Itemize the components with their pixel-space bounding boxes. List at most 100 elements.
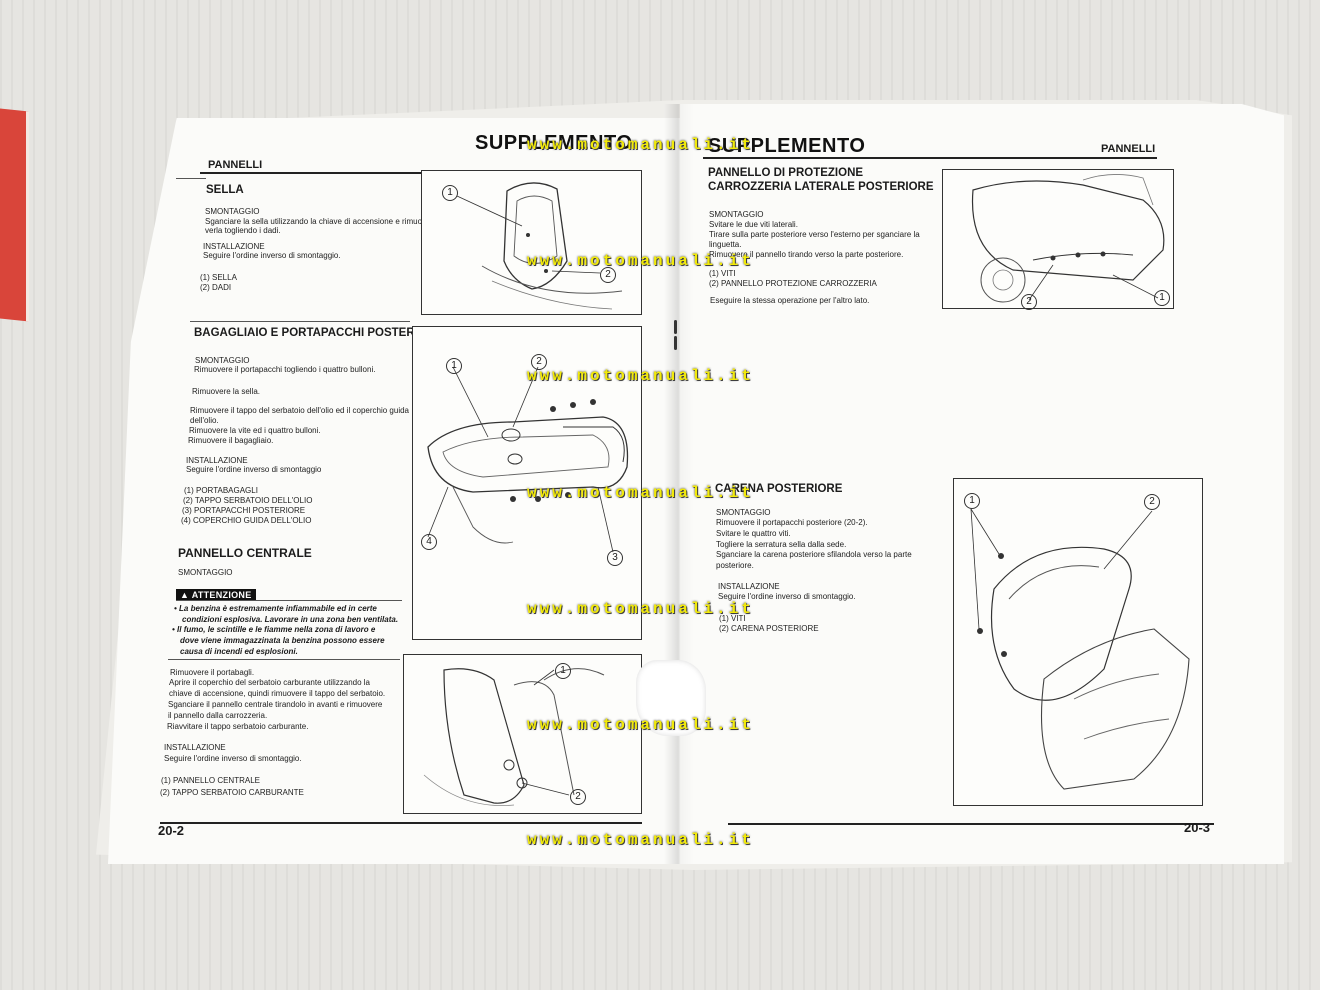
part-label: (2) PANNELLO PROTEZIONE CARROZZERIA bbox=[709, 279, 877, 288]
page-gutter bbox=[664, 104, 694, 864]
figure-centrale: 1 2 bbox=[403, 654, 642, 814]
title-right: SUPPLEMENTO bbox=[708, 135, 866, 157]
centrale-installazione-text: Seguire l'ordine inverso di smontaggio. bbox=[164, 754, 302, 763]
callout-4: 4 bbox=[421, 534, 437, 550]
part-label: (1) PANNELLO CENTRALE bbox=[161, 776, 260, 785]
protezione-step: Tirare sulla parte posteriore verso l'es… bbox=[709, 230, 920, 239]
bagagliaio-step: Rimuovere la sella. bbox=[192, 387, 261, 396]
callout-2: 2 bbox=[531, 354, 547, 370]
luggage-rack-illustration bbox=[427, 366, 629, 553]
figure-sella: 1 2 bbox=[421, 170, 642, 315]
part-label: (3) PORTAPACCHI POSTERIORE bbox=[182, 506, 306, 515]
part-label: (4) COPERCHIO GUIDA DELL'OLIO bbox=[181, 516, 312, 525]
part-label: (1) PORTABAGAGLI bbox=[184, 486, 258, 495]
title-left: SUPPLEMENTO bbox=[475, 132, 633, 154]
centrale-step: Rimuovere il portabagli. bbox=[170, 668, 255, 677]
footer-rule-left bbox=[160, 822, 642, 824]
protezione-note: Eseguire la stessa operazione per l'altr… bbox=[710, 296, 870, 305]
centrale-step: Sganciare il pannello centrale tirandolo… bbox=[168, 700, 383, 709]
side-panel-illustration bbox=[971, 174, 1165, 303]
callout-1: 1 bbox=[1154, 290, 1170, 306]
section-header-left: PANNELLI bbox=[208, 159, 263, 171]
sella-installazione-text: Seguire l'ordine inverso di smontaggio. bbox=[203, 251, 341, 260]
callout-2: 2 bbox=[600, 267, 616, 283]
watermark: www.motomanuali.it bbox=[527, 136, 754, 154]
part-label: (2) TAPPO SERBATOIO CARBURANTE bbox=[160, 788, 304, 797]
section-bar bbox=[190, 321, 410, 322]
warning-label: ATTENZIONE bbox=[191, 590, 252, 600]
carena-smontaggio-label: SMONTAGGIO bbox=[716, 508, 771, 517]
watermark: www.motomanuali.it bbox=[527, 831, 754, 849]
callout-1: 1 bbox=[442, 185, 458, 201]
page-number-left: 20-2 bbox=[158, 823, 185, 838]
bagagliaio-step: Rimuovere il bagagliaio. bbox=[188, 436, 274, 445]
red-book-edge bbox=[0, 108, 29, 322]
warning-text: dove viene immagazzinata la benzina poss… bbox=[180, 636, 385, 645]
bagagliaio-title: BAGAGLIAIO E PORTAPACCHI POSTERIORE bbox=[194, 327, 443, 339]
figure-carena: 1 2 bbox=[953, 478, 1203, 806]
callout-2: 2 bbox=[1021, 294, 1037, 310]
bagagliaio-smontaggio-label: SMONTAGGIO bbox=[195, 356, 250, 365]
staple bbox=[674, 320, 677, 334]
bagagliaio-installazione-label: INSTALLAZIONE bbox=[186, 456, 248, 465]
centrale-step: Aprire il coperchio del serbatoio carbur… bbox=[169, 678, 370, 687]
carena-installazione-label: INSTALLAZIONE bbox=[718, 582, 780, 591]
bagagliaio-step: Rimuovere la vite ed i quattro bulloni. bbox=[189, 426, 321, 435]
protezione-step: Svitare le due viti laterali. bbox=[709, 220, 798, 229]
bagagliaio-step: dell'olio. bbox=[190, 416, 219, 425]
carena-step: Togliere la serratura sella dalla sede. bbox=[716, 540, 847, 549]
protezione-step: Rimuovere il pannello tirando verso la p… bbox=[709, 250, 904, 259]
warning-text: Il fumo, le scintille e le fiamme nella … bbox=[177, 625, 376, 634]
seat-illustration bbox=[456, 182, 623, 310]
bagagliaio-step: Rimuovere il tappo del serbatoio dell'ol… bbox=[190, 406, 409, 415]
carena-step: Rimuovere il portapacchi posteriore (20-… bbox=[716, 518, 868, 527]
carena-installazione-text: Seguire l'ordine inverso di smontaggio. bbox=[718, 592, 856, 601]
watermark: www.motomanuali.it bbox=[527, 252, 754, 270]
staple bbox=[674, 336, 677, 350]
protezione-title: PANNELLO DI PROTEZIONE bbox=[708, 167, 864, 179]
protezione-step: linguetta. bbox=[709, 240, 742, 249]
warning-badge: ▲ ATTENZIONE bbox=[176, 589, 256, 601]
watermark: www.motomanuali.it bbox=[527, 367, 754, 385]
section-bar bbox=[176, 178, 206, 179]
centrale-step: Riavvitare il tappo serbatoio carburante… bbox=[167, 722, 309, 731]
sella-smontaggio-label: SMONTAGGIO bbox=[205, 207, 260, 216]
sella-text: verla togliendo i dadi. bbox=[205, 226, 281, 235]
centrale-step: il pannello dalla carrozzeria. bbox=[168, 711, 268, 720]
watermark: www.motomanuali.it bbox=[527, 600, 754, 618]
bagagliaio-step: Rimuovere il portapacchi togliendo i qua… bbox=[194, 365, 376, 374]
part-label: (2) CARENA POSTERIORE bbox=[719, 624, 819, 633]
part-label: (1) SELLA bbox=[200, 273, 237, 282]
sella-text: Sganciare la sella utilizzando la chiave… bbox=[205, 217, 425, 226]
section-header-right: PANNELLI bbox=[1101, 143, 1156, 155]
warning-item: • Il fumo, le scintille e le fiamme nell… bbox=[172, 625, 376, 634]
callout-1: 1 bbox=[555, 663, 571, 679]
protezione-smontaggio-label: SMONTAGGIO bbox=[709, 210, 764, 219]
header-rule-right bbox=[703, 157, 1157, 159]
warning-rule bbox=[168, 659, 400, 660]
warning-rule bbox=[176, 600, 402, 601]
warning-text: condizioni esplosiva. Lavorare in una zo… bbox=[182, 615, 399, 624]
sella-title: SELLA bbox=[206, 184, 244, 196]
part-label: (1) VITI bbox=[719, 614, 746, 623]
callout-2: 2 bbox=[570, 789, 586, 805]
callout-1: 1 bbox=[964, 493, 980, 509]
figure-protezione: 1 2 bbox=[942, 169, 1174, 310]
sella-installazione-label: INSTALLAZIONE bbox=[203, 242, 265, 251]
protezione-title: CARROZZERIA LATERALE POSTERIORE bbox=[708, 181, 934, 193]
centrale-installazione-label: INSTALLAZIONE bbox=[164, 743, 226, 752]
part-label: (1) VITI bbox=[709, 269, 736, 278]
watermark: www.motomanuali.it bbox=[527, 484, 754, 502]
bagagliaio-installazione-text: Seguire l'ordine inverso di smontaggio bbox=[186, 465, 322, 474]
warning-text: La benzina è estremamente infiammabile e… bbox=[179, 604, 377, 613]
carena-title: CARENA POSTERIORE bbox=[715, 483, 843, 495]
part-label: (2) TAPPO SERBATOIO DELL'OLIO bbox=[183, 496, 313, 505]
carena-step: posteriore. bbox=[716, 561, 754, 570]
callout-2: 2 bbox=[1144, 494, 1160, 510]
warning-text: causa di incendi ed esplosioni. bbox=[180, 647, 298, 656]
centrale-step: chiave di accensione, quindi rimuovere i… bbox=[169, 689, 386, 698]
part-label: (2) DADI bbox=[200, 283, 232, 292]
footer-rule-right bbox=[728, 823, 1214, 825]
callout-3: 3 bbox=[607, 550, 623, 566]
carena-step: Sganciare la carena posteriore sfilandol… bbox=[716, 550, 912, 559]
